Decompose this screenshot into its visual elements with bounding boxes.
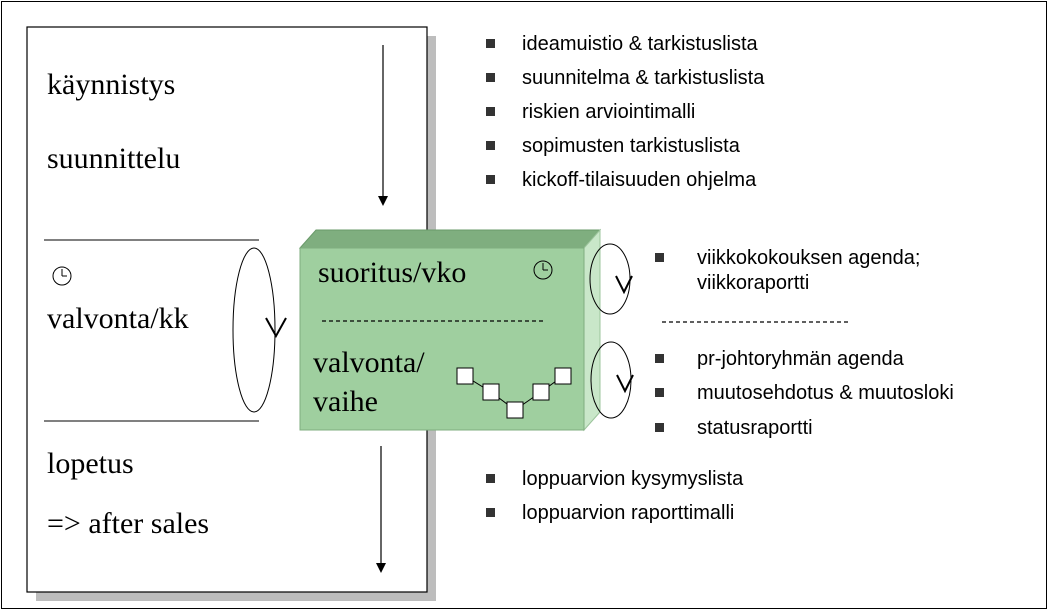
monitoring-phase-label-2: vaihe [313, 385, 378, 418]
box-side-face [583, 228, 601, 432]
bullet-icon [486, 107, 495, 116]
bullet-icon [486, 73, 495, 82]
cycle-arrow-left [265, 317, 287, 339]
phase-closing-label: lopetus [47, 447, 134, 480]
list-item: pr-johtoryhmän agenda [697, 348, 904, 370]
box-top-face [298, 229, 602, 249]
list-item: suunnitelma & tarkistuslista [522, 67, 765, 89]
after-sales-label: => after sales [47, 507, 210, 540]
list-item: viikkokokouksen agenda; [697, 247, 921, 269]
list-item: muutosehdotus & muutosloki [697, 382, 954, 404]
list-item: viikkoraportti [697, 272, 810, 294]
bullet-icon [486, 474, 495, 483]
bullet-icon [655, 423, 664, 432]
clock-icon [52, 266, 72, 286]
list-item: ideamuistio & tarkistuslista [522, 33, 758, 55]
down-arrow-bottom-head [376, 563, 386, 573]
cycle-arrow-phase [616, 374, 634, 394]
execution-week-label: suoritus/vko [318, 256, 467, 289]
bullet-icon [486, 508, 495, 517]
bullet-icon [486, 141, 495, 150]
milestone-network-icon [456, 367, 572, 419]
list-item: riskien arviointimalli [522, 101, 696, 123]
phase-planning-label: suunnittelu [47, 142, 181, 175]
bullet-icon [655, 253, 664, 262]
bullet-icon [486, 39, 495, 48]
down-arrow-top-head [378, 196, 388, 206]
monitoring-phase-label-1: valvonta/ [313, 346, 425, 379]
list-item: kickoff-tilaisuuden ohjelma [522, 169, 757, 191]
list-item: loppuarvion kysymyslista [522, 468, 744, 490]
cycle-arrow-week [615, 275, 633, 295]
bullet-icon [655, 354, 664, 363]
list-item: statusraportti [697, 417, 813, 439]
phase-start-label: käynnistys [47, 68, 176, 101]
phase-monitoring-label: valvonta/kk [47, 302, 189, 335]
list-item: loppuarvion raporttimalli [522, 502, 735, 524]
bullet-icon [486, 175, 495, 184]
cycle-ellipse-left [232, 247, 276, 413]
clock-icon-box [533, 260, 553, 280]
list-item: sopimusten tarkistuslista [522, 135, 740, 157]
bullet-icon [655, 388, 664, 397]
